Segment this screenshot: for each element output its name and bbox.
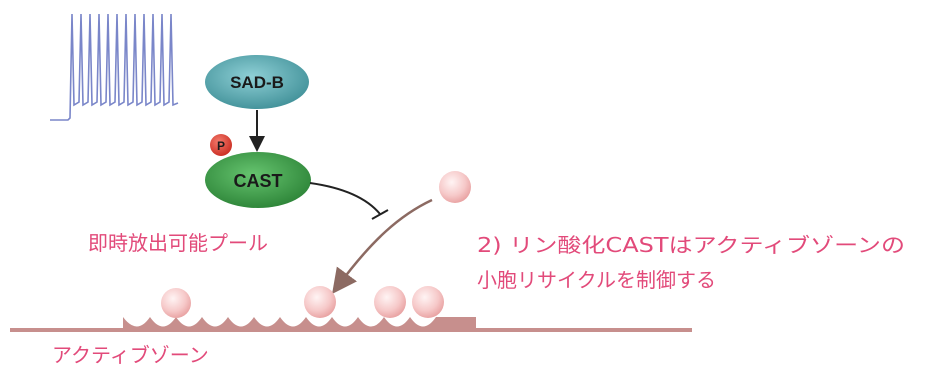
- cast-node: CAST: [205, 152, 311, 208]
- phosphate-label: P: [217, 139, 225, 153]
- active-zone-membrane: [10, 317, 692, 332]
- annotation-line-1: 2) リン酸化CASTはアクティブゾーンの: [477, 233, 905, 257]
- spike-train-icon: [50, 13, 179, 121]
- inhibition-bar: [371, 209, 389, 220]
- sad-b-label: SAD-B: [230, 73, 284, 92]
- cast-label: CAST: [234, 171, 283, 191]
- docked-vesicle: [374, 286, 406, 318]
- phosphate-icon: P: [210, 134, 232, 156]
- active-zone-label: アクティブゾーン: [52, 343, 209, 367]
- docked-vesicle: [304, 286, 336, 318]
- inhibition-line: [309, 182, 381, 215]
- pool-label: 即時放出可能プール: [88, 231, 268, 255]
- annotation-line-2: 小胞リサイクルを制御する: [477, 268, 716, 292]
- free-vesicle: [439, 171, 471, 203]
- docked-vesicles: [161, 286, 444, 318]
- recycling-arrow: [332, 198, 433, 295]
- docked-vesicle: [161, 288, 191, 318]
- docked-vesicle: [412, 286, 444, 318]
- sad-b-node: SAD-B: [205, 55, 309, 109]
